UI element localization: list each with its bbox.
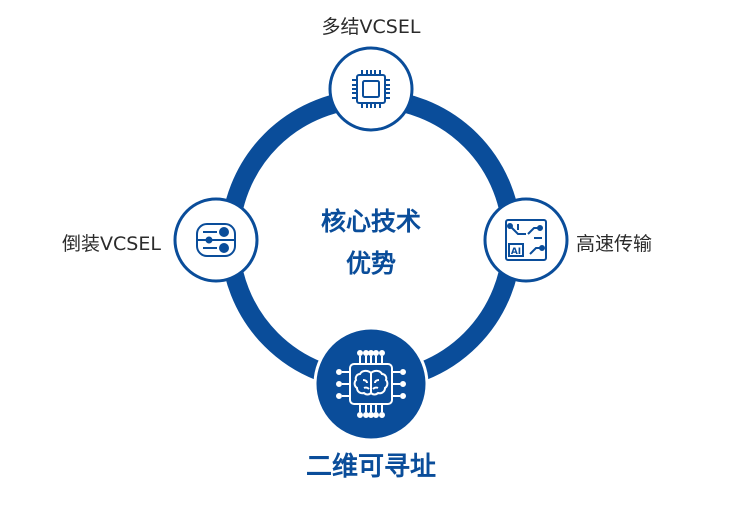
chip-icon <box>352 70 390 108</box>
flip-chip-icon <box>196 223 236 257</box>
center-title-line1: 核心技术 <box>320 207 422 236</box>
node-label-bottom: 二维可寻址 <box>305 452 437 482</box>
brain-chip-icon <box>336 350 406 418</box>
node-label-left: 倒装VCSEL <box>62 233 161 255</box>
node-right: AI <box>483 197 569 283</box>
node-label-right: 高速传输 <box>576 233 653 255</box>
ai-circuit-icon: AI <box>505 219 547 261</box>
svg-text:AI: AI <box>511 247 521 257</box>
center-title: 核心技术 优势 <box>321 201 421 285</box>
node-left <box>173 197 259 283</box>
center-title-line2: 优势 <box>345 249 397 278</box>
node-bottom <box>313 326 429 442</box>
node-top <box>328 46 414 132</box>
node-label-top: 多结VCSEL <box>321 16 421 38</box>
